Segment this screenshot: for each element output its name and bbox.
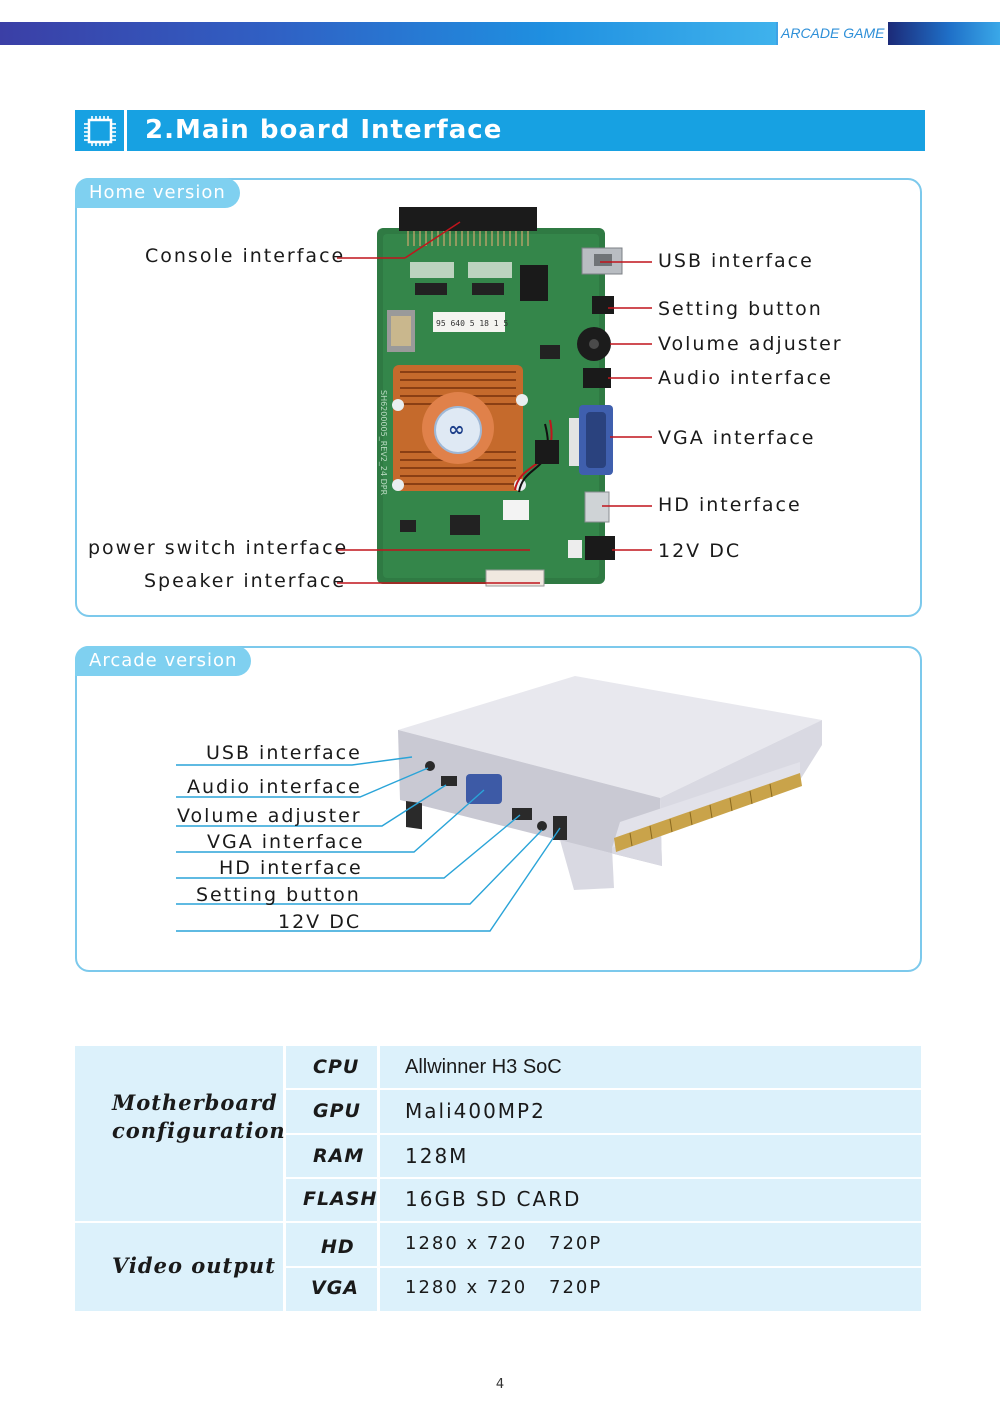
arcade-box-top bbox=[398, 676, 822, 798]
key-gpu: GPU bbox=[313, 1100, 361, 1122]
hdmi-port bbox=[584, 491, 610, 523]
home-board-illustration: 95 640 5 18 1 5 ∞ SH6200005_REV2_24 DPR bbox=[337, 207, 652, 587]
chip-icon bbox=[84, 116, 116, 146]
arcade-box-illustration bbox=[176, 676, 822, 932]
value-hd-mode: 720P bbox=[549, 1233, 603, 1254]
console-connector bbox=[399, 207, 537, 231]
arcade-box-front bbox=[398, 730, 662, 866]
callout-audio-interface: Audio interface bbox=[658, 367, 833, 389]
banner-gradient bbox=[0, 22, 776, 45]
callout-setting-button: Setting button bbox=[658, 298, 823, 320]
value-cell bbox=[380, 1046, 921, 1088]
value-cell bbox=[380, 1268, 921, 1311]
arcade-leader-volume bbox=[176, 784, 447, 827]
arcade-leader-dc bbox=[176, 827, 561, 932]
section-title: 2.Main board Interface bbox=[145, 115, 503, 145]
home-version-tag: Home version bbox=[75, 178, 240, 208]
value-cell bbox=[380, 1179, 921, 1221]
key-flash: FLASH bbox=[303, 1188, 378, 1210]
value-hd-resolution: 1280 x 720 bbox=[405, 1233, 528, 1254]
key-cell bbox=[286, 1179, 377, 1221]
arcade-callout-audio-interface: Audio interface bbox=[187, 776, 362, 798]
arcade-leader-usb bbox=[176, 756, 413, 766]
callout-speaker-interface: Speaker interface bbox=[144, 570, 347, 592]
banner-tail bbox=[888, 22, 1000, 45]
arcade-callout-volume-adjuster: Volume adjuster bbox=[177, 805, 362, 827]
callout-usb-interface: USB interface bbox=[658, 250, 814, 272]
arcade-vga-port bbox=[466, 774, 502, 804]
board-serial-text: SH6200005_REV2_24 DPR bbox=[379, 390, 388, 496]
arcade-version-tag: Arcade version bbox=[75, 646, 252, 676]
value-cpu: Allwinner H3 SoC bbox=[405, 1056, 562, 1078]
key-cpu: CPU bbox=[313, 1056, 360, 1078]
chip-icon-box bbox=[75, 110, 127, 151]
audio-jack bbox=[583, 368, 611, 388]
arcade-leader-setting bbox=[176, 829, 543, 905]
arcade-callout-hd-interface: HD interface bbox=[219, 857, 363, 879]
value-flash: 16GB SD CARD bbox=[405, 1187, 582, 1211]
callout-volume-adjuster: Volume adjuster bbox=[658, 333, 843, 355]
value-vga-resolution: 1280 x 720 bbox=[405, 1277, 528, 1298]
key-cell bbox=[286, 1046, 377, 1088]
edge-connector bbox=[614, 773, 802, 852]
group-label-motherboard: Motherboard bbox=[112, 1090, 278, 1115]
setting-button-part bbox=[592, 296, 614, 314]
callout-power-switch-interface: power switch interface bbox=[88, 537, 349, 559]
arcade-hdmi-port bbox=[512, 808, 532, 820]
speaker-connector bbox=[485, 569, 545, 587]
value-ram: 128M bbox=[405, 1144, 469, 1168]
callout-console-interface: Console interface bbox=[145, 245, 346, 267]
arcade-audio-jack bbox=[425, 761, 435, 771]
arcade-callout-setting-button: Setting button bbox=[196, 884, 361, 906]
arcade-callout-usb-interface: USB interface bbox=[206, 742, 362, 764]
page-number: 4 bbox=[495, 1377, 505, 1392]
key-cell bbox=[286, 1135, 377, 1177]
arcade-callout-vga-interface: VGA interface bbox=[207, 831, 365, 853]
board-label-text: 95 640 5 18 1 5 bbox=[436, 319, 508, 328]
arcade-leader-audio bbox=[176, 767, 429, 798]
arcade-volume-port bbox=[441, 776, 457, 786]
group-label-configuration: configuration bbox=[112, 1118, 286, 1143]
dc-jack bbox=[585, 536, 615, 560]
brand-label: ARCADE GAME bbox=[776, 22, 888, 45]
value-cell bbox=[380, 1135, 921, 1177]
svg-text:∞: ∞ bbox=[448, 417, 465, 441]
callout-hd-interface: HD interface bbox=[658, 494, 802, 516]
arcade-leader-hd bbox=[176, 814, 521, 879]
key-cell bbox=[286, 1268, 377, 1311]
value-gpu: Mali400MP2 bbox=[405, 1099, 546, 1123]
top-banner: ARCADE GAME bbox=[0, 22, 1000, 45]
value-cell bbox=[380, 1090, 921, 1133]
arcade-version-panel: Arcade version bbox=[75, 646, 922, 972]
key-cell bbox=[286, 1090, 377, 1133]
arcade-setting-button bbox=[537, 821, 547, 831]
home-version-panel: Home version bbox=[75, 178, 922, 617]
section-header: 2.Main board Interface bbox=[75, 110, 925, 151]
callout-vga-interface: VGA interface bbox=[658, 427, 816, 449]
callout-12v-dc: 12V DC bbox=[658, 540, 742, 562]
fan-logo-icon bbox=[434, 406, 482, 454]
group-cell-video bbox=[75, 1223, 283, 1311]
key-ram: RAM bbox=[313, 1145, 365, 1167]
key-vga: VGA bbox=[311, 1277, 360, 1299]
group-cell-motherboard bbox=[75, 1046, 283, 1221]
value-cell bbox=[380, 1223, 921, 1266]
key-hd: HD bbox=[321, 1236, 355, 1258]
arcade-callout-12v-dc: 12V DC bbox=[278, 911, 362, 933]
spec-table: Motherboard configuration Video output C… bbox=[75, 1046, 921, 1311]
value-vga-mode: 720P bbox=[549, 1277, 603, 1298]
key-cell bbox=[286, 1223, 377, 1266]
group-label-video-output: Video output bbox=[112, 1253, 276, 1278]
arcade-leader-vga bbox=[176, 789, 485, 853]
